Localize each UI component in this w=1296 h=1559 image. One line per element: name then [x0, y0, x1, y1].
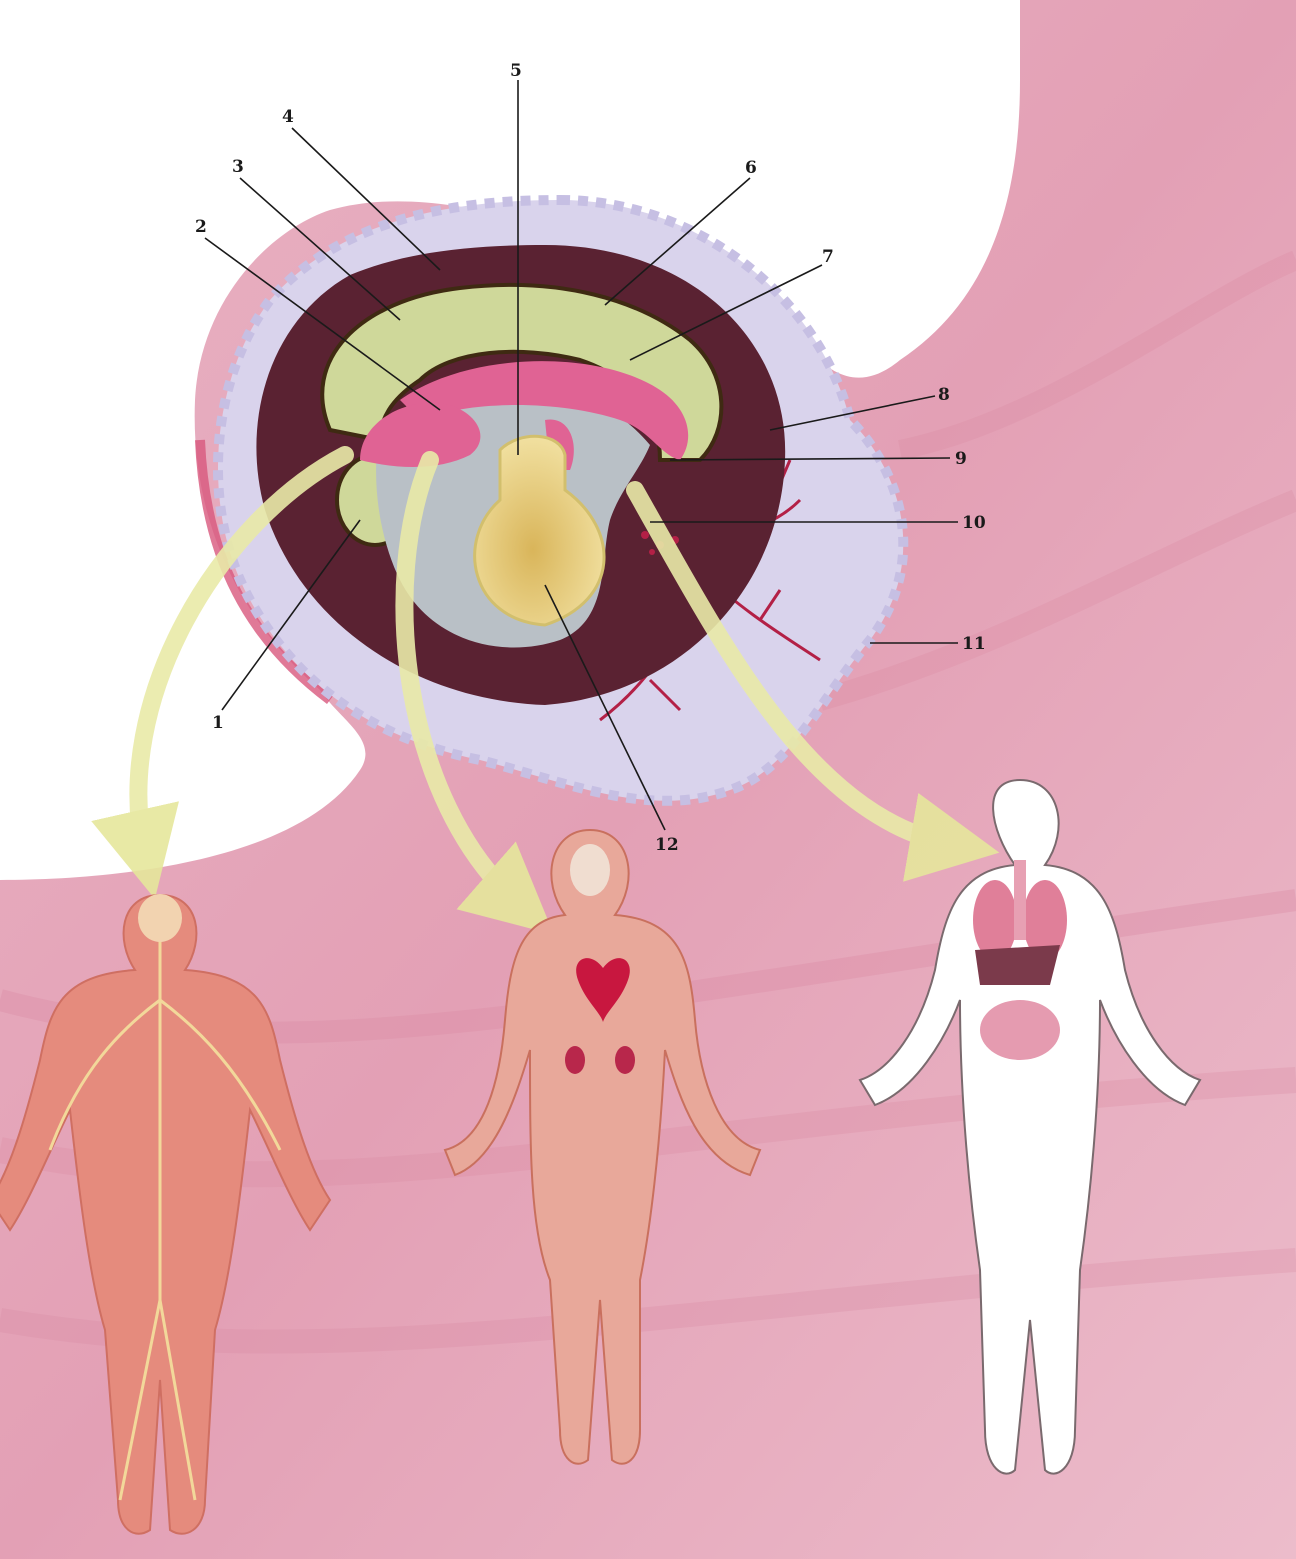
callout-5: 5 — [510, 61, 522, 81]
callout-3: 3 — [232, 157, 244, 177]
callout-6: 6 — [745, 158, 757, 178]
callout-8: 8 — [938, 385, 950, 405]
callout-2: 2 — [195, 217, 207, 237]
callout-9: 9 — [955, 449, 967, 469]
callout-11: 11 — [962, 634, 986, 654]
callout-12: 12 — [655, 835, 679, 855]
callout-7: 7 — [822, 247, 834, 267]
callout-4: 4 — [282, 107, 294, 127]
callout-1: 1 — [212, 713, 224, 733]
callout-10: 10 — [962, 513, 986, 533]
